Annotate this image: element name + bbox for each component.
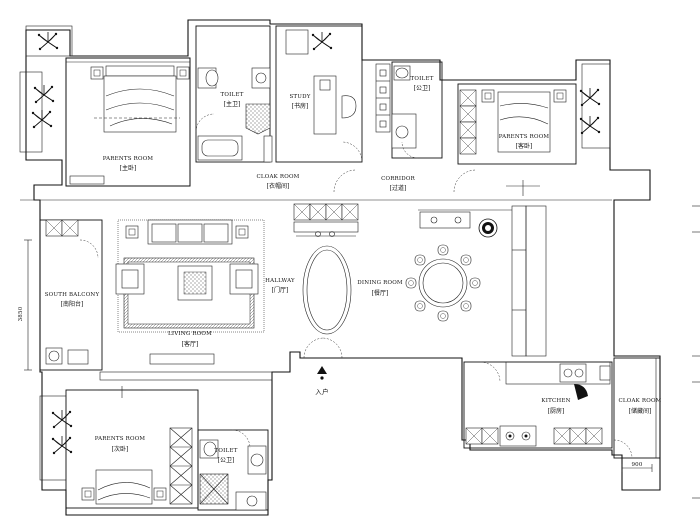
room-label-en: TOILET (221, 92, 244, 98)
dining-table (405, 244, 481, 322)
room-label-en: TOILET (411, 76, 434, 82)
room-study: STUDY [书房] (275, 25, 391, 163)
chair (469, 277, 481, 289)
room-label-cn: [厨房] (548, 407, 565, 415)
room-label-cn: [书房] (292, 102, 309, 110)
room-label-en: STUDY (289, 94, 310, 100)
bed-headboard (105, 65, 175, 77)
room-label-cn: [主卧] (120, 164, 137, 172)
dimension-label: 900 (631, 462, 642, 468)
chair (405, 277, 417, 289)
chair (414, 254, 426, 266)
room-hallway: HALLWAY [门厅] 入户 (265, 245, 352, 396)
room-label-cn: [门厅] (272, 286, 289, 294)
kitchen-sink (559, 363, 587, 383)
sofa (147, 219, 233, 245)
room-master-bedroom: PARENTS ROOM [主卧] (65, 57, 191, 187)
room-label-cn: [公卫] (414, 85, 431, 92)
entrance-arrow-icon (317, 366, 327, 374)
room-label-cn: [次卧] (112, 445, 129, 453)
shoe-cabinet (293, 203, 359, 237)
room-label-en: TOILET (215, 448, 238, 454)
wardrobe (169, 427, 193, 505)
tv-cabinet (149, 353, 215, 365)
nightstand (481, 89, 495, 103)
sofa-chair (69, 175, 105, 185)
room-cloak-corridor: CLOAK ROOM [衣帽间] CORRIDOR [过道] (20, 169, 612, 237)
side-table (125, 225, 139, 239)
nightstand (90, 66, 104, 80)
margin-ticks (692, 205, 700, 499)
room-label-en: HALLWAY (265, 278, 295, 284)
room-label-cn: [衣帽间] (267, 182, 290, 190)
room-label-cn: [储藏间] (629, 407, 652, 415)
room-master-toilet: TOILET [主卫] (195, 25, 273, 163)
desk (313, 75, 337, 135)
room-label-en: PARENTS ROOM (103, 156, 154, 162)
room-label-en: SOUTH BALCONY (45, 292, 100, 298)
side-table (235, 225, 249, 239)
room-label-en: KITCHEN (541, 398, 570, 404)
room-label-cn: [过道] (390, 184, 407, 192)
room-label-en: CORRIDOR (381, 176, 415, 182)
chair (414, 300, 426, 312)
washing-machine (45, 347, 63, 365)
room-kitchen: KITCHEN [厨房] (463, 361, 613, 449)
plant-box-right (579, 63, 611, 149)
room-label-cn: [南阳台] (61, 300, 84, 308)
chair (437, 310, 449, 322)
room-label-cn: [公卫] (218, 457, 235, 464)
nightstand (553, 89, 567, 103)
laundry-sink (67, 349, 89, 365)
dimension-label: 3850 (18, 306, 24, 321)
plant-box-top-left (19, 25, 73, 153)
room-south-balcony: SOUTH BALCONY [南阳台] 3850 (18, 219, 103, 371)
room-dining: DINING ROOM [餐厅] (357, 205, 547, 357)
nightstand (176, 66, 190, 80)
shower-tray (245, 103, 271, 135)
room-public-toilet-bottom: TOILET [公卫] (197, 429, 269, 511)
chair (460, 254, 472, 266)
washbasin (247, 445, 267, 475)
room-label-cn: [客卧] (516, 142, 533, 150)
bin (574, 384, 588, 400)
room-guest-bedroom: PARENTS ROOM [客卧] (457, 83, 577, 196)
room-label-en: LIVING ROOM (168, 331, 212, 337)
chair (437, 244, 449, 256)
room-label-en: CLOAK ROOM (619, 398, 662, 404)
room-label-cn: [客厅] (182, 340, 199, 348)
entrance-label: 入户 (315, 387, 329, 396)
room-label-cn: [主卫] (224, 100, 241, 108)
round-plant (478, 218, 498, 238)
room-label-en: DINING ROOM (357, 280, 403, 286)
room-label-en: PARENTS ROOM (95, 436, 146, 442)
fridge (599, 365, 611, 381)
room-living: LIVING ROOM [客厅] (99, 219, 273, 381)
room-label-en: CLOAK ROOM (257, 174, 300, 180)
chair (341, 95, 357, 119)
bookshelf (375, 63, 391, 133)
room-public-toilet-top: TOILET [公卫] (391, 61, 443, 159)
balcony-cabinet (45, 219, 79, 237)
cooktop (499, 425, 537, 447)
room-label-cn: [餐厅] (372, 289, 389, 297)
nightstand (81, 487, 95, 501)
wardrobe (459, 89, 477, 155)
chair (460, 300, 472, 312)
bed (95, 469, 153, 505)
nightstand (153, 487, 167, 501)
hallway-oval (302, 245, 352, 335)
bed (497, 91, 551, 153)
bed (103, 75, 177, 133)
room-label-en: PARENTS ROOM (499, 134, 550, 140)
room-cloak-right: CLOAK ROOM [储藏间] 900 (613, 357, 662, 472)
